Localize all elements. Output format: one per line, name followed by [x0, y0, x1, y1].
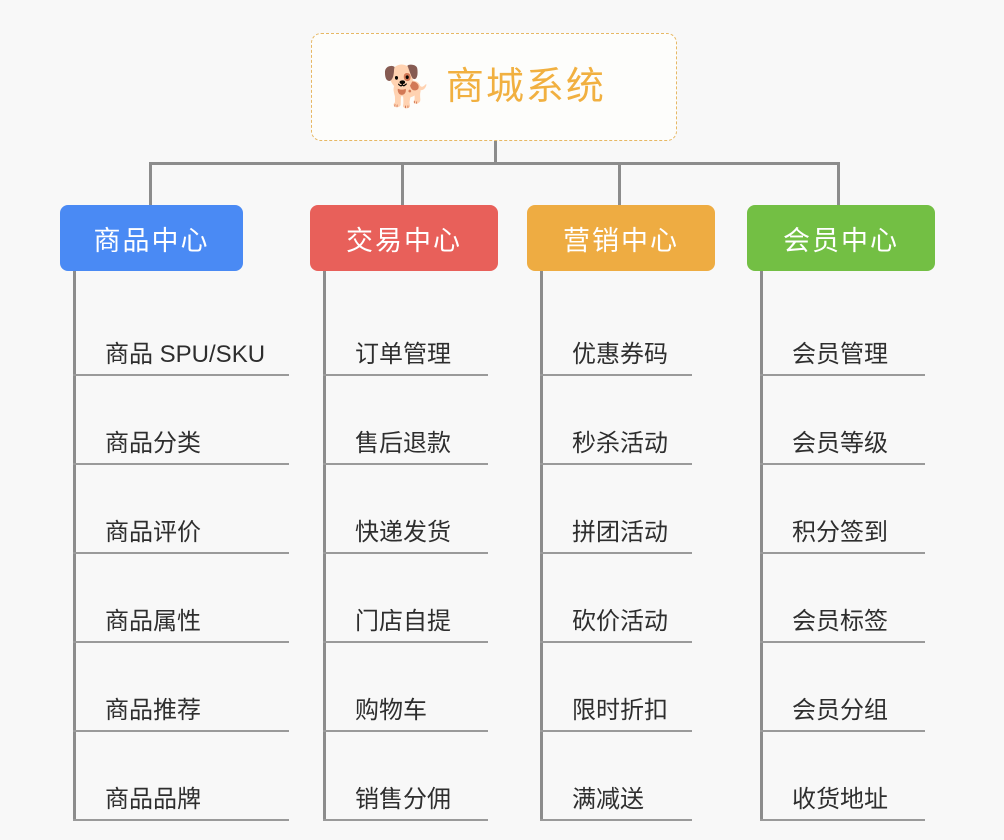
- leaf-label: 门店自提: [355, 607, 451, 635]
- leaf-item[interactable]: 满减送: [540, 732, 692, 821]
- leaf-label: 满减送: [572, 785, 644, 813]
- leaf-label: 会员分组: [792, 696, 888, 724]
- leaf-item[interactable]: 会员标签: [760, 554, 925, 643]
- leaf-item[interactable]: 优惠券码: [540, 287, 692, 376]
- leaf-label: 收货地址: [792, 785, 888, 813]
- leaf-item[interactable]: 销售分佣: [323, 732, 488, 821]
- branch-header-member-center[interactable]: 会员中心: [747, 205, 935, 271]
- branch-header-label: 营销中心: [563, 225, 679, 256]
- leaf-label: 秒杀活动: [572, 429, 668, 457]
- leaf-item[interactable]: 商品 SPU/SKU: [73, 287, 289, 376]
- leaf-label: 拼团活动: [572, 518, 668, 546]
- leaf-item[interactable]: 门店自提: [323, 554, 488, 643]
- leaf-item[interactable]: 商品分类: [73, 376, 289, 465]
- branch-header-trade-center[interactable]: 交易中心: [310, 205, 498, 271]
- leaf-item[interactable]: 快递发货: [323, 465, 488, 554]
- leaf-item[interactable]: 商品属性: [73, 554, 289, 643]
- branch-items-product-center: 商品 SPU/SKU 商品分类 商品评价 商品属性 商品推荐 商品品牌: [60, 271, 310, 821]
- root-node[interactable]: 🐕 商城系统: [311, 33, 677, 141]
- connector-spine: [540, 271, 543, 821]
- leaf-item[interactable]: 订单管理: [323, 287, 488, 376]
- branch-header-label: 商品中心: [93, 225, 210, 256]
- leaf-label: 积分签到: [792, 518, 888, 546]
- branch-header-marketing-center[interactable]: 营销中心: [527, 205, 715, 271]
- leaf-label: 订单管理: [355, 340, 451, 368]
- connector-horizontal-bus: [150, 162, 839, 165]
- branch-items-marketing-center: 优惠券码 秒杀活动 拼团活动 砍价活动 限时折扣 满减送: [527, 271, 742, 821]
- leaf-label: 砍价活动: [572, 607, 668, 635]
- leaf-label: 快递发货: [355, 518, 451, 546]
- leaf-label: 限时折扣: [572, 696, 668, 724]
- root-title: 商城系统: [445, 66, 606, 108]
- branch-member-center: 会员中心 会员管理 会员等级 积分签到 会员标签 会员分组 收货地址: [747, 205, 962, 821]
- leaf-label: 售后退款: [355, 429, 451, 457]
- branch-items-trade-center: 订单管理 售后退款 快递发货 门店自提 购物车 销售分佣: [310, 271, 525, 821]
- branch-header-product-center[interactable]: 商品中心: [60, 205, 243, 271]
- leaf-label: 优惠券码: [572, 340, 668, 368]
- connector-drop-product-center: [149, 162, 152, 207]
- leaf-label: 商品评价: [105, 518, 201, 546]
- leaf-label: 商品分类: [105, 429, 201, 457]
- leaf-item[interactable]: 秒杀活动: [540, 376, 692, 465]
- connector-drop-member-center: [837, 162, 840, 207]
- leaf-item[interactable]: 商品评价: [73, 465, 289, 554]
- connector-spine: [760, 271, 763, 821]
- leaf-item[interactable]: 限时折扣: [540, 643, 692, 732]
- branch-header-label: 交易中心: [346, 225, 462, 256]
- leaf-item[interactable]: 会员分组: [760, 643, 925, 732]
- leaf-label: 商品 SPU/SKU: [105, 340, 266, 368]
- leaf-label: 商品推荐: [105, 696, 201, 724]
- connector-spine: [323, 271, 326, 821]
- branch-product-center: 商品中心 商品 SPU/SKU 商品分类 商品评价 商品属性 商品推荐 商品品牌: [60, 205, 310, 821]
- leaf-item[interactable]: 砍价活动: [540, 554, 692, 643]
- leaf-label: 商品品牌: [105, 785, 201, 813]
- branch-marketing-center: 营销中心 优惠券码 秒杀活动 拼团活动 砍价活动 限时折扣 满减送: [527, 205, 742, 821]
- leaf-label: 会员标签: [792, 607, 888, 635]
- leaf-item[interactable]: 积分签到: [760, 465, 925, 554]
- connector-spine: [73, 271, 76, 821]
- leaf-item[interactable]: 拼团活动: [540, 465, 692, 554]
- leaf-label: 商品属性: [105, 607, 201, 635]
- leaf-item[interactable]: 商品品牌: [73, 732, 289, 821]
- branch-trade-center: 交易中心 订单管理 售后退款 快递发货 门店自提 购物车 销售分佣: [310, 205, 525, 821]
- leaf-item[interactable]: 售后退款: [323, 376, 488, 465]
- leaf-label: 会员等级: [792, 429, 888, 457]
- leaf-item[interactable]: 会员管理: [760, 287, 925, 376]
- shiba-dog-face-icon: 🐕: [382, 65, 432, 109]
- branch-items-member-center: 会员管理 会员等级 积分签到 会员标签 会员分组 收货地址: [747, 271, 962, 821]
- leaf-label: 会员管理: [792, 340, 888, 368]
- connector-drop-marketing-center: [618, 162, 621, 207]
- branch-header-label: 会员中心: [783, 225, 899, 256]
- leaf-item[interactable]: 会员等级: [760, 376, 925, 465]
- leaf-label: 购物车: [355, 696, 427, 724]
- leaf-item[interactable]: 商品推荐: [73, 643, 289, 732]
- leaf-item[interactable]: 收货地址: [760, 732, 925, 821]
- leaf-item[interactable]: 购物车: [323, 643, 488, 732]
- connector-root-stem: [494, 141, 497, 165]
- leaf-label: 销售分佣: [355, 785, 451, 813]
- connector-drop-trade-center: [401, 162, 404, 207]
